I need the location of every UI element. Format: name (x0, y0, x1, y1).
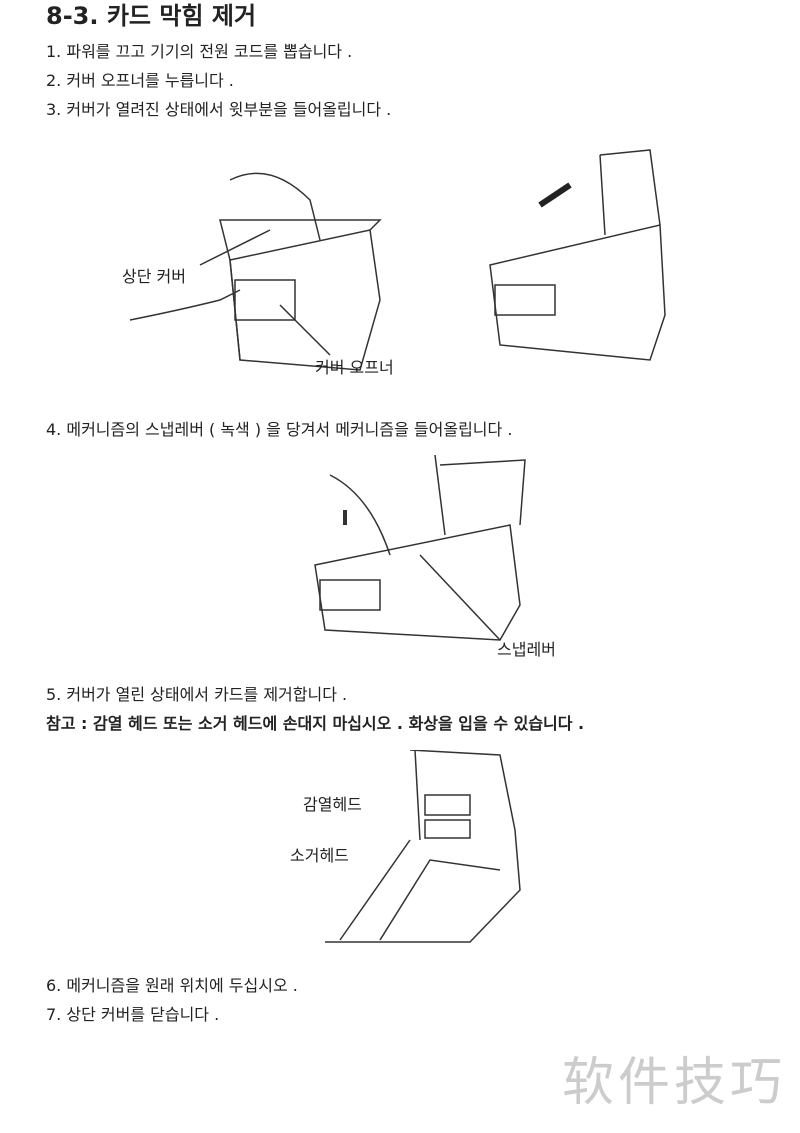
watermark: 软件技巧 (561, 1053, 786, 1113)
figure-cover-open (489, 149, 666, 361)
figure-snap-lever (314, 455, 526, 641)
label-thermal-head: 감열헤드 (303, 795, 362, 814)
step-5: 5. 커버가 열린 상태에서 카드를 제거합니다 . (46, 685, 348, 704)
label-top-cover: 상단 커버 (122, 267, 186, 286)
figure-heads (325, 750, 521, 943)
caution-note: 참고 : 감열 헤드 또는 소거 헤드에 손대지 마십시오 . 화상을 입을 수… (46, 714, 585, 733)
label-snap-lever: 스냅레버 (497, 640, 556, 659)
step-3: 3. 커버가 열려진 상태에서 윗부분을 들어올립니다 . (46, 100, 392, 119)
label-erase-head: 소거헤드 (290, 846, 349, 865)
section-title: 8-3. 카드 막힘 제거 (46, 2, 257, 30)
label-cover-opener: 커버 오프너 (315, 358, 394, 377)
figure-press-opener (129, 172, 382, 371)
step-2: 2. 커버 오프너를 누릅니다 . (46, 71, 234, 90)
step-6: 6. 메커니즘을 원래 위치에 두십시오 . (46, 976, 298, 995)
step-4: 4. 메커니즘의 스냅레버 ( 녹색 ) 을 당겨서 메커니즘을 들어올립니다 … (46, 420, 513, 439)
step-1: 1. 파워를 끄고 기기의 전원 코드를 뽑습니다 . (46, 42, 353, 61)
step-7: 7. 상단 커버를 닫습니다 . (46, 1005, 220, 1024)
